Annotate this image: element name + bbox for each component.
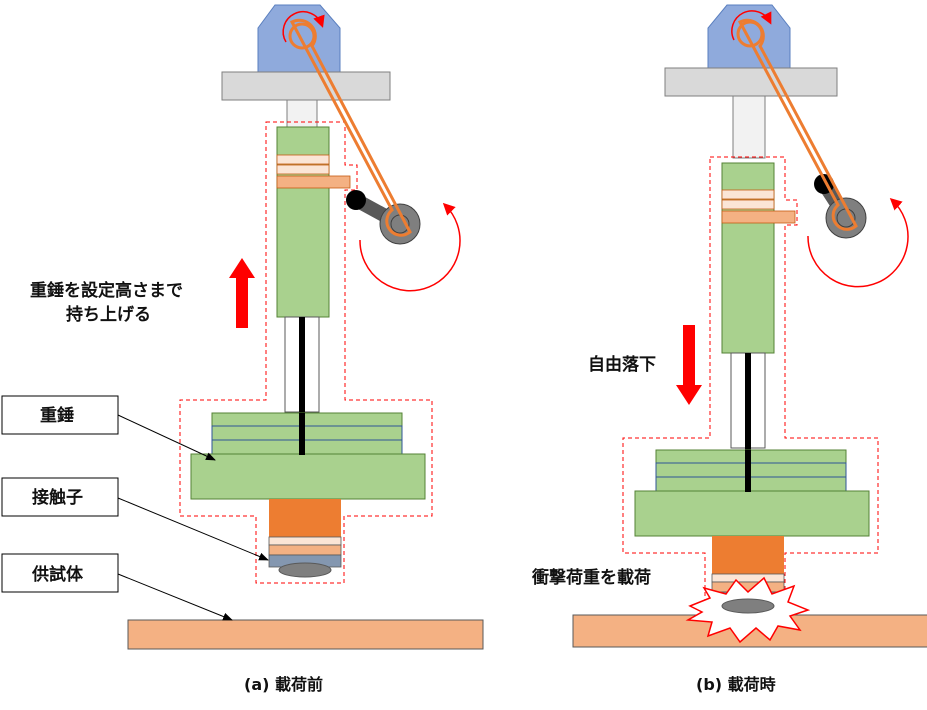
rod-core-b — [745, 353, 751, 491]
contact-label-box — [1, 477, 119, 517]
rod-core-b-2 — [745, 450, 751, 492]
falling-assembly-outline-b — [622, 156, 879, 601]
rotation-arc-crank-b — [807, 197, 909, 288]
panel-a: 重錘を設定高さまで 持ち上げる 重錘 接触子 供試体 (a) 載荷前 — [1, 4, 484, 694]
ring-b-2 — [721, 199, 775, 210]
contact-tip-a — [278, 562, 332, 578]
top-plate-a — [221, 71, 391, 101]
weight-plate-a-1 — [211, 412, 403, 427]
ring-a-2 — [276, 164, 330, 175]
contact-ring-a-1 — [268, 536, 342, 546]
weight-base-b — [634, 490, 870, 537]
rotation-arc-top-b — [731, 10, 772, 41]
catch-pin-a — [346, 190, 366, 210]
caption-b: (b) 載荷時 — [696, 675, 776, 694]
contact-body-a — [269, 499, 341, 537]
freefall-label: 自由落下 — [588, 354, 656, 375]
caption-a: (a) 載荷前 — [244, 675, 323, 694]
falling-assembly-outline-a — [179, 121, 433, 584]
weight-plate-a-3 — [211, 439, 403, 455]
weight-plate-a-2 — [211, 425, 403, 441]
rod-core-a-2 — [299, 413, 305, 455]
weight-pointer — [117, 414, 216, 461]
hook-plate-a — [276, 175, 351, 189]
specimen-pointer — [117, 573, 233, 621]
contact-tip-b-front — [721, 598, 775, 614]
impact-label: 衝撃荷重を載荷 — [531, 567, 651, 588]
belt-a — [289, 18, 412, 237]
specimen-label: 供試体 — [31, 564, 84, 585]
contact-pointer — [117, 497, 269, 561]
specimen-a — [127, 619, 484, 650]
rotation-arc-top-a — [282, 11, 325, 43]
contact-label: 接触子 — [32, 487, 83, 508]
specimen-label-box — [1, 553, 119, 593]
contact-body-b — [712, 536, 784, 574]
ring-a-1 — [276, 154, 330, 165]
guide-rod-a — [286, 99, 318, 129]
hook-plate-b — [721, 210, 796, 224]
guide-rod-b — [732, 95, 766, 159]
contact-ring-b-2 — [711, 581, 785, 593]
weight-label-box — [1, 395, 119, 435]
contact-ring-a-2 — [268, 544, 342, 556]
top-plate-b — [664, 67, 838, 97]
pulley-a — [288, 22, 316, 50]
ring-b-1 — [721, 189, 775, 200]
weight-label: 重錘 — [40, 405, 74, 426]
weight-base-a — [190, 453, 426, 500]
motor-block-a — [257, 4, 341, 73]
panel-b: 自由落下 衝撃荷重を載荷 (b) 載荷時 — [531, 4, 927, 694]
contact-ring-b-1 — [711, 573, 785, 583]
lift-label-line1: 重錘を設定高さまで — [30, 280, 183, 301]
rod-core-a — [299, 317, 305, 455]
lift-arrow — [229, 258, 255, 328]
lift-label-line2: 持ち上げる — [66, 304, 151, 325]
pulley-b — [736, 20, 764, 48]
rotation-arc-crank-a — [359, 202, 461, 292]
freefall-arrow — [676, 325, 702, 405]
